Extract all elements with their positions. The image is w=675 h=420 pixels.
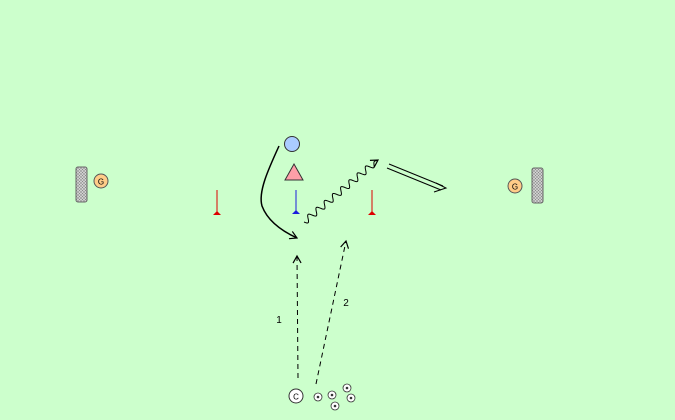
right-goalkeeper-icon: G — [507, 178, 523, 194]
attacker-player-icon — [284, 136, 300, 152]
ball-icon — [342, 383, 352, 393]
pass-1-label: 1 — [276, 315, 282, 326]
right-red-flag-icon — [368, 190, 376, 215]
left-red-flag-icon — [213, 190, 221, 215]
left-goal-icon — [75, 166, 88, 203]
coach-label: C — [293, 393, 299, 402]
ball-icon — [327, 390, 337, 400]
shot-arrow — [386, 163, 448, 193]
pass-1-arrow — [292, 254, 302, 379]
ball-icon — [330, 401, 340, 411]
right-goal-icon — [531, 167, 544, 204]
dribble-arrow — [303, 159, 380, 224]
left-goalkeeper-label: G — [98, 178, 104, 187]
right-goalkeeper-label: G — [512, 183, 518, 192]
ball-icon — [346, 393, 356, 403]
pass-2-label: 2 — [343, 298, 349, 309]
pass-2-arrow — [315, 239, 350, 385]
ball-supply — [313, 383, 356, 411]
defender-cone-icon — [284, 162, 304, 181]
ball-icon — [313, 392, 323, 402]
attacker-run-arrow — [260, 145, 299, 240]
left-goalkeeper-icon: G — [93, 173, 109, 189]
center-blue-flag-icon — [292, 190, 300, 214]
coach-icon: C — [288, 388, 304, 404]
